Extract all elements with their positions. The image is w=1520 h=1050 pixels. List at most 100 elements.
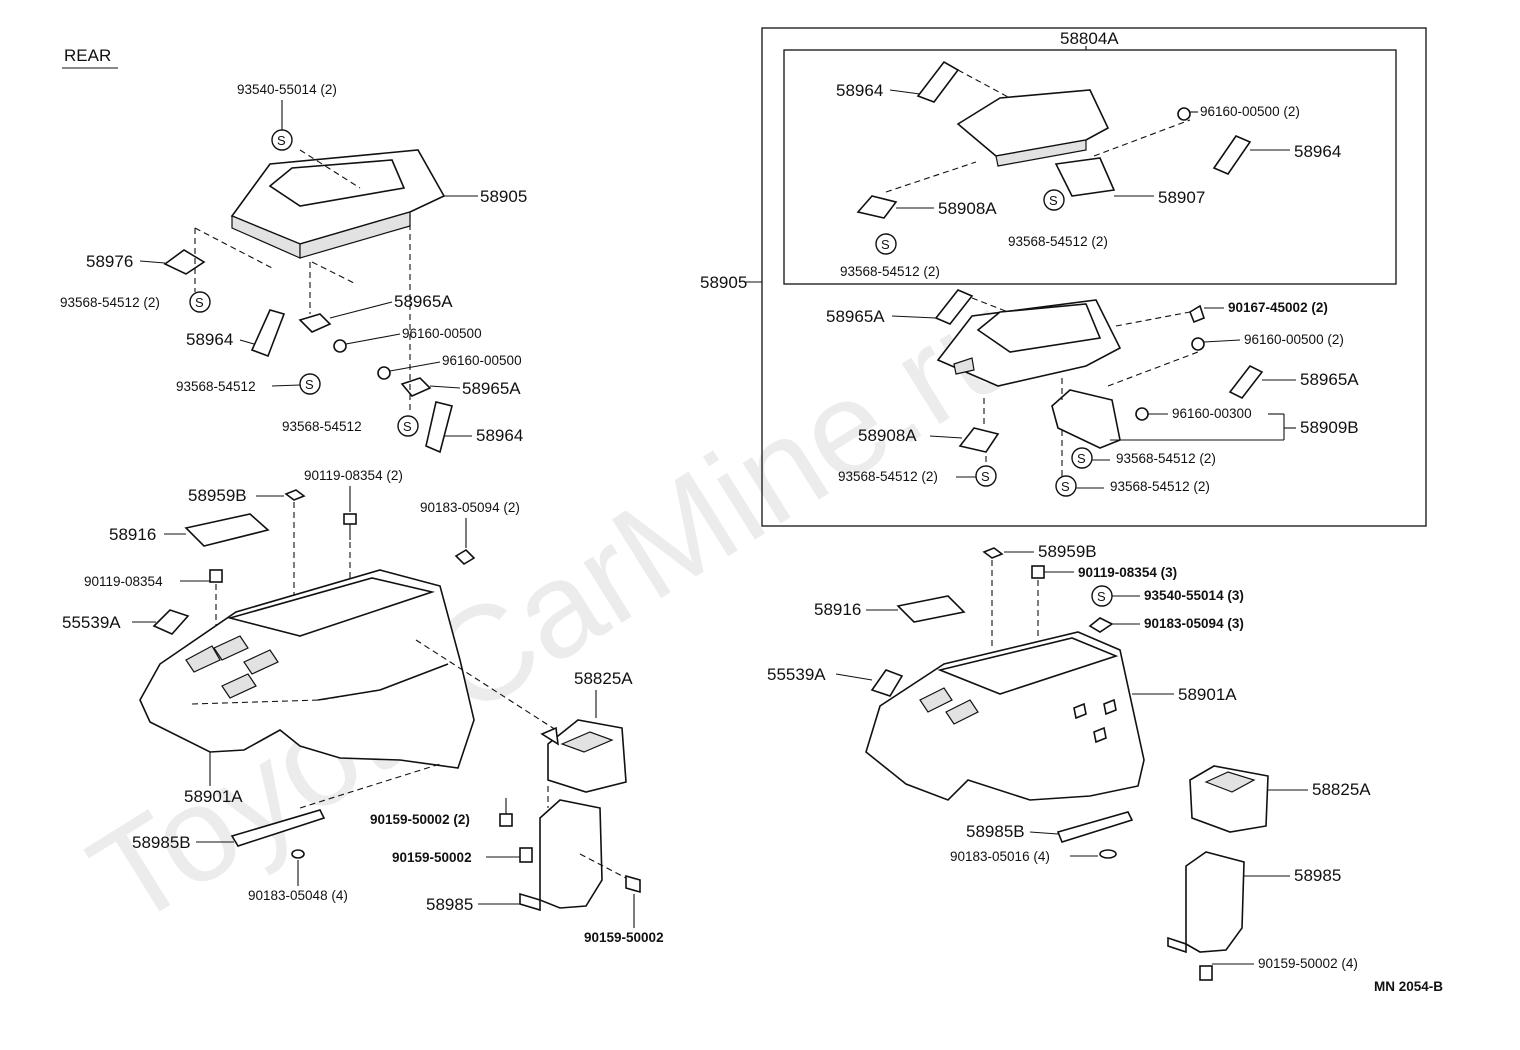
part-93568-54512-b: 93568-54512	[282, 419, 362, 434]
part-90119-08354-2: 90119-08354 (2)	[304, 468, 403, 483]
svg-text:S: S	[1061, 479, 1070, 494]
part-58825A-r: 58825A	[1312, 780, 1371, 799]
part-90119-08354-3: 90119-08354 (3)	[1078, 565, 1177, 580]
part-96160-00500-a: 96160-00500	[402, 326, 482, 341]
part-58825A: 58825A	[574, 669, 633, 688]
part-96160-00500-b: 96160-00500	[442, 353, 522, 368]
part-58965A-b: 58965A	[462, 379, 521, 398]
part-58965A-r-a: 58965A	[826, 307, 885, 326]
svg-text:S: S	[403, 419, 412, 434]
outer-box-58905	[761, 27, 1427, 527]
s-screw-symbol: S	[271, 129, 293, 151]
part-96160-00500-2-r: 96160-00500 (2)	[1200, 104, 1300, 119]
svg-text:S: S	[305, 377, 314, 392]
diagram-code: MN 2054-B	[1374, 979, 1443, 994]
bolt-90159-a	[499, 813, 513, 827]
switch-55539A-r	[870, 669, 904, 697]
part-90119-08354: 90119-08354	[84, 574, 163, 589]
part-96160-00300: 96160-00300	[1172, 406, 1252, 421]
s-screw-symbol: S	[397, 415, 419, 437]
plug-58959B	[284, 489, 306, 501]
svg-text:S: S	[195, 295, 204, 310]
svg-text:S: S	[981, 469, 990, 484]
part-93568-54512-a: 93568-54512	[176, 379, 256, 394]
s-screw-symbol: S	[189, 291, 211, 313]
part-90183-05016-4: 90183-05016 (4)	[950, 849, 1050, 864]
part-58916: 58916	[109, 525, 156, 544]
part-58959B: 58959B	[188, 486, 247, 505]
part-90183-05048-4: 90183-05048 (4)	[248, 888, 348, 903]
part-58905: 58905	[480, 187, 527, 206]
part-58985B: 58985B	[132, 833, 191, 852]
part-58804A: 58804A	[1060, 29, 1119, 48]
pad-58916-r	[896, 595, 966, 623]
switch-55539A	[152, 609, 190, 635]
part-58964-a: 58964	[186, 330, 233, 349]
svg-text:S: S	[1077, 451, 1086, 466]
part-90159-50002: 90159-50002	[392, 850, 472, 865]
rail-58985B	[230, 809, 326, 847]
part-58985-r: 58985	[1294, 866, 1341, 885]
s-screw-symbol: S	[1071, 447, 1093, 469]
inner-box-58804A	[783, 49, 1397, 285]
part-58964-b: 58964	[476, 426, 523, 445]
part-58905-r: 58905	[700, 273, 747, 292]
rail-58985B-r	[1056, 811, 1134, 843]
nut-90183-05094	[454, 548, 476, 566]
part-58908A-r-a: 58908A	[938, 199, 997, 218]
pad-58916	[184, 513, 270, 547]
cup-holder-58825A-r	[1189, 765, 1269, 833]
cup-holder-58825A	[540, 719, 627, 793]
part-55539A-r: 55539A	[767, 665, 826, 684]
bolt-90119-r	[1031, 565, 1045, 579]
part-58964-r-a: 58964	[836, 81, 883, 100]
nut-90183-05048	[291, 849, 305, 859]
part-90167-45002-2: 90167-45002 (2)	[1228, 300, 1328, 315]
part-58907: 58907	[1158, 188, 1205, 207]
hinge-58965A-r-b	[1228, 364, 1264, 400]
console-lid-base-r	[936, 299, 1122, 387]
part-93568-54512-r-a: 93568-54512 (2)	[840, 264, 940, 279]
hinge-58965A-b	[400, 377, 432, 397]
svg-text:S: S	[1097, 589, 1106, 604]
bolt-90159-r	[1199, 965, 1213, 981]
bolt-90119	[343, 513, 357, 540]
part-58965A-r-b: 58965A	[1300, 370, 1359, 389]
hinge-58907	[1054, 157, 1116, 197]
part-93568-54512-r-d: 93568-54512 (2)	[1116, 451, 1216, 466]
part-90183-05094-2: 90183-05094 (2)	[420, 500, 520, 515]
right-assembly: 58804A 58964 96160-00500 (2) 58964 58907	[700, 27, 1427, 981]
part-93568-54512-2: 93568-54512 (2)	[60, 295, 160, 310]
part-90159-50002-4: 90159-50002 (4)	[1258, 956, 1358, 971]
svg-text:S: S	[1049, 193, 1058, 208]
part-58985: 58985	[426, 895, 473, 914]
part-93568-54512-r-b: 93568-54512 (2)	[1008, 234, 1108, 249]
part-93568-54512-r-e: 93568-54512 (2)	[1110, 479, 1210, 494]
svg-text:S: S	[277, 133, 286, 148]
s-screw-symbol: S	[1055, 475, 1077, 497]
s-screw-symbol: S	[975, 465, 997, 487]
bracket-58985	[519, 799, 603, 912]
hinge-arm-58964-r-b	[1212, 135, 1252, 175]
part-58965A-a: 58965A	[394, 292, 453, 311]
svg-text:S: S	[881, 237, 890, 252]
console-body-58901A-r	[865, 631, 1145, 801]
hinge-58908A-r-b	[958, 427, 1000, 453]
part-93540-55014-3: 93540-55014 (3)	[1144, 588, 1244, 603]
part-58909B: 58909B	[1300, 418, 1359, 437]
armrest-lid	[956, 89, 1110, 167]
part-55539A: 55539A	[62, 613, 121, 632]
left-assembly: S 93540-55014 (2) 58905 58976 S 93568-54…	[60, 82, 664, 945]
hinge-58965A	[298, 313, 332, 333]
nut-90183-05094-r	[1088, 617, 1114, 633]
rear-console-lid	[230, 149, 446, 259]
part-58959B-r: 58959B	[1038, 542, 1097, 561]
part-58964-r-b: 58964	[1294, 142, 1341, 161]
s-screw-symbol: S	[1091, 585, 1113, 607]
part-93540-55014: 93540-55014 (2)	[237, 82, 337, 97]
part-58916-r: 58916	[814, 600, 861, 619]
part-58985B-r: 58985B	[966, 822, 1025, 841]
part-90159-50002-2: 90159-50002 (2)	[370, 812, 470, 827]
hinge-arm-58964-b	[425, 401, 453, 454]
